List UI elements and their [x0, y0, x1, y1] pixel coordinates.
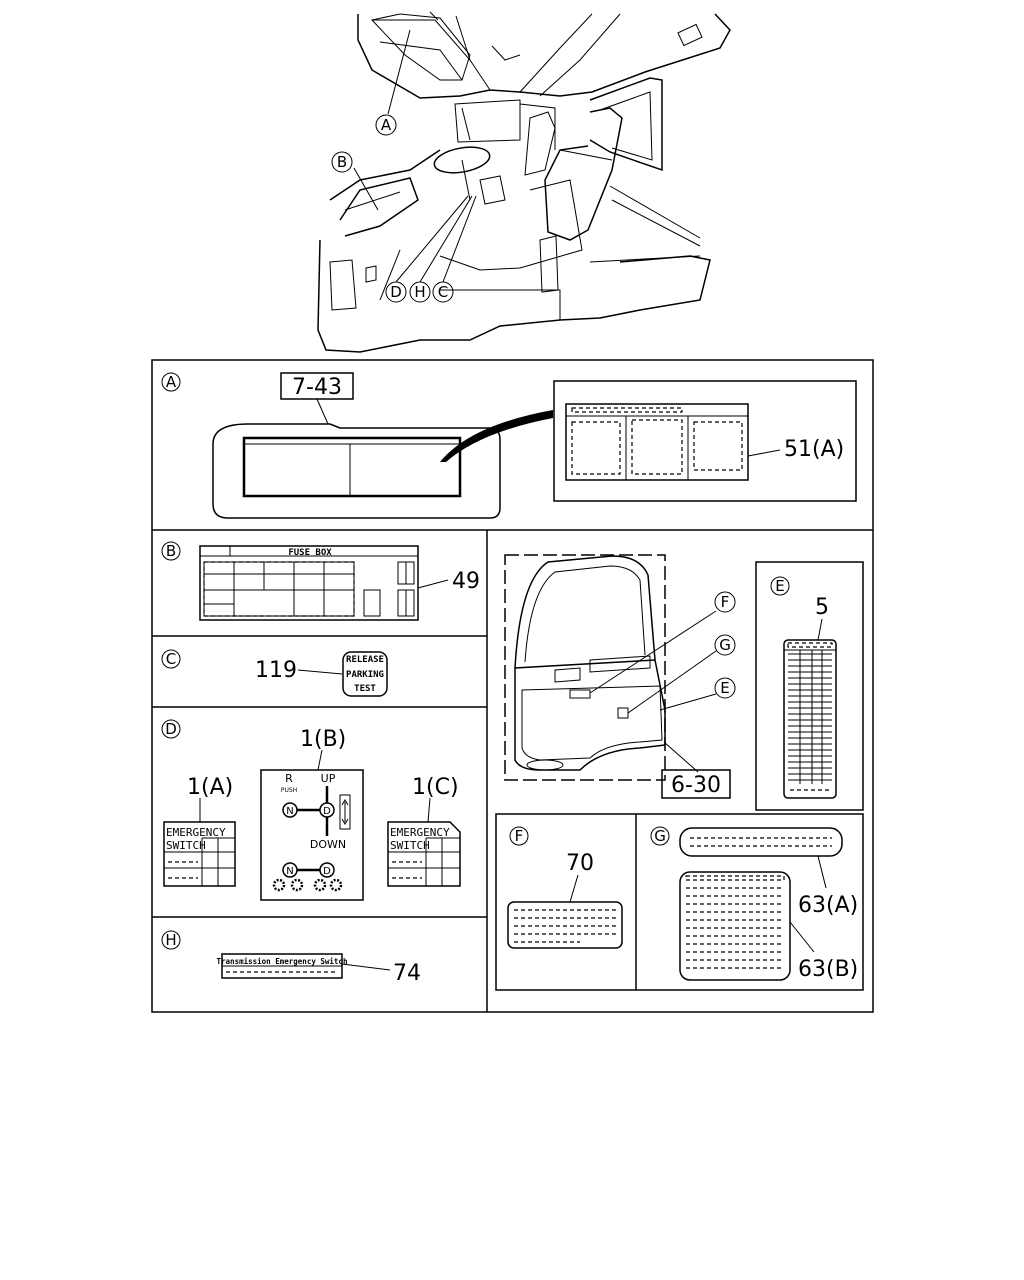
svg-text:E: E [720, 679, 729, 697]
svg-text:UP: UP [321, 772, 336, 785]
emergency-switch-label-1a: EMERGENCY SWITCH [163, 821, 236, 887]
part-51a: 51(A) [784, 437, 844, 462]
svg-text:N: N [286, 866, 293, 877]
svg-text:EMERGENCY: EMERGENCY [390, 826, 450, 839]
callout-g-door: G [714, 634, 736, 656]
callout-b: B [161, 541, 181, 561]
callout-g: G [650, 826, 670, 846]
callout-h-top: H [409, 281, 431, 303]
part-63b: 63(B) [798, 957, 858, 982]
svg-text:D: D [323, 866, 331, 877]
svg-text:R: R [285, 772, 293, 785]
cab-interior-illustration [317, 11, 731, 353]
parking-release-label: RELEASE PARKING TEST [342, 651, 388, 697]
svg-text:SWITCH: SWITCH [390, 839, 430, 852]
fuse-box-label: FUSE BOX [199, 545, 419, 621]
gear-icon [313, 878, 343, 892]
part-1b: 1(B) [300, 727, 346, 752]
part-1a: 1(A) [187, 775, 233, 800]
transmission-switch-label: Transmission Emergency Switch [217, 953, 348, 979]
panel-a-sun-visor: A 7-43 51(A) [161, 372, 857, 519]
tire-pressure-label [783, 639, 837, 799]
panel-grid [151, 359, 874, 1013]
svg-text:PUSH: PUSH [281, 787, 297, 794]
panel-f-g: F 70 G 63(A) 63(B) [495, 813, 864, 991]
svg-text:D: D [390, 283, 402, 301]
gear-icon [272, 878, 304, 892]
part-49: 49 [452, 569, 480, 594]
svg-text:F: F [721, 593, 730, 611]
part-74: 74 [393, 961, 421, 986]
svg-text:DOWN: DOWN [310, 838, 346, 851]
svg-text:C: C [166, 650, 176, 668]
panel-b-fuse-box: B FUSE BOX 49 [161, 541, 480, 621]
callout-f-door: F [714, 591, 736, 613]
callout-h: H [161, 930, 181, 950]
ref-7-43: 7-43 [292, 375, 342, 400]
panel-c-parking-brake: C 119 RELEASE PARKING TEST [161, 649, 388, 697]
label-70 [507, 901, 623, 949]
callout-f: F [509, 826, 529, 846]
svg-text:RELEASE: RELEASE [346, 655, 384, 665]
label-63b [679, 871, 791, 981]
callout-e: E [770, 576, 790, 596]
svg-text:F: F [515, 827, 524, 845]
label-63a [679, 827, 843, 857]
svg-text:B: B [337, 153, 347, 171]
svg-text:G: G [654, 827, 666, 845]
svg-text:A: A [381, 116, 392, 134]
shift-selector-label-1b: R PUSH UP N D DOWN N D [260, 769, 364, 901]
callout-d: D [161, 719, 181, 739]
part-70: 70 [566, 851, 594, 876]
caution-label-51a [565, 403, 749, 481]
svg-text:PARKING: PARKING [346, 670, 384, 680]
callout-d-top: D [385, 281, 407, 303]
part-5: 5 [815, 595, 829, 620]
svg-text:Transmission Emergency Switch: Transmission Emergency Switch [217, 957, 348, 966]
callout-b-top: B [331, 151, 353, 173]
svg-text:EMERGENCY: EMERGENCY [166, 826, 226, 839]
svg-text:H: H [165, 931, 176, 949]
callout-c: C [161, 649, 181, 669]
callout-e-door: E [714, 677, 736, 699]
svg-text:B: B [166, 542, 176, 560]
part-1c: 1(C) [412, 775, 459, 800]
panel-d-emergency-switch: D 1(A) EMERGENCY SWITCH 1(B) R PUSH UP [161, 719, 461, 901]
svg-text:TEST: TEST [354, 684, 376, 694]
callout-a: A [161, 372, 181, 392]
svg-text:SWITCH: SWITCH [166, 839, 206, 852]
ref-6-30: 6-30 [671, 773, 721, 798]
svg-text:N: N [286, 806, 293, 817]
panel-h-transmission-switch: H Transmission Emergency Switch 74 [161, 930, 421, 986]
callout-c-top: C [432, 281, 454, 303]
svg-text:H: H [414, 283, 425, 301]
callout-a-top: A [375, 114, 397, 136]
svg-text:E: E [775, 577, 784, 595]
svg-text:FUSE BOX: FUSE BOX [288, 548, 332, 558]
svg-text:D: D [323, 806, 331, 817]
part-63a: 63(A) [798, 893, 858, 918]
emergency-switch-label-1c: EMERGENCY SWITCH [387, 821, 461, 887]
svg-text:C: C [438, 283, 448, 301]
svg-text:D: D [165, 720, 177, 738]
panel-door: F G E 6-30 [504, 554, 736, 799]
svg-text:G: G [719, 636, 731, 654]
panel-e: E 5 [755, 561, 864, 811]
part-119: 119 [255, 658, 297, 683]
svg-text:A: A [166, 373, 177, 391]
